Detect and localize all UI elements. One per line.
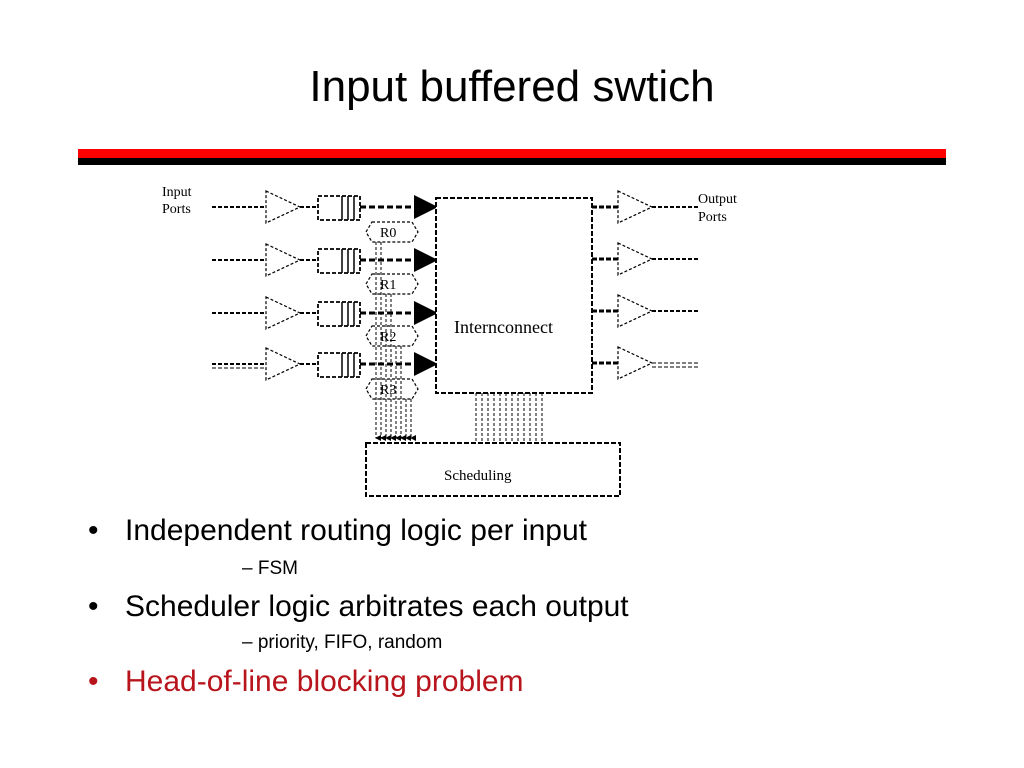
title-rule-black bbox=[78, 158, 946, 165]
output-port-row-1 bbox=[592, 242, 698, 276]
output-ports-label-line2: Ports bbox=[698, 210, 727, 225]
output-port-row-0 bbox=[592, 190, 698, 224]
router-to-scheduler-lines bbox=[375, 242, 416, 441]
interconnect-label: Internconnect bbox=[454, 317, 553, 337]
sub-bullet-item-2: – priority, FIFO, random bbox=[242, 632, 442, 654]
output-ports-label-line1: Output bbox=[698, 192, 737, 207]
bullet-marker: • bbox=[88, 514, 99, 547]
input-port-row-3 bbox=[212, 347, 438, 381]
sub-bullet-marker: – bbox=[242, 632, 253, 653]
interconnect-to-scheduler-lines bbox=[475, 393, 543, 443]
sub-bullet-item-1: – FSM bbox=[242, 558, 298, 580]
router-r3-label: R3 bbox=[380, 383, 396, 398]
bullet-marker: • bbox=[88, 590, 99, 623]
input-ports-label-line1: Input bbox=[162, 185, 192, 200]
bullet-marker: • bbox=[88, 665, 99, 698]
router-r0: R0 bbox=[365, 221, 419, 243]
sub-bullet-text: FSM bbox=[257, 558, 298, 579]
title-rule-red bbox=[78, 149, 946, 158]
input-buffered-switch-diagram: Input Ports Output Ports bbox=[162, 185, 737, 497]
bullet-text: Scheduler logic arbitrates each output bbox=[125, 590, 629, 623]
output-port-row-2 bbox=[592, 294, 698, 328]
interconnect-box: Internconnect bbox=[435, 197, 593, 394]
bullet-text: Independent routing logic per input bbox=[125, 514, 588, 547]
router-r2: R2 bbox=[365, 325, 419, 347]
router-r1: R1 bbox=[365, 273, 419, 295]
sub-bullet-marker: – bbox=[242, 558, 253, 579]
output-port-row-3 bbox=[592, 346, 698, 380]
router-r2-label: R2 bbox=[380, 330, 396, 345]
input-port-row-1 bbox=[212, 243, 438, 277]
slide-title: Input buffered swtich bbox=[309, 62, 715, 111]
scheduling-label: Scheduling bbox=[444, 468, 512, 484]
router-r3: R3 bbox=[365, 378, 419, 400]
sub-bullet-text: priority, FIFO, random bbox=[257, 632, 443, 653]
input-ports-label-line2: Ports bbox=[162, 202, 191, 217]
scheduling-box: Scheduling bbox=[365, 442, 621, 497]
input-port-row-2 bbox=[212, 296, 438, 330]
router-r1-label: R1 bbox=[380, 278, 396, 293]
bullet-text: Head-of-line blocking problem bbox=[125, 665, 524, 698]
router-r0-label: R0 bbox=[380, 226, 396, 241]
input-port-row-0 bbox=[212, 190, 438, 224]
